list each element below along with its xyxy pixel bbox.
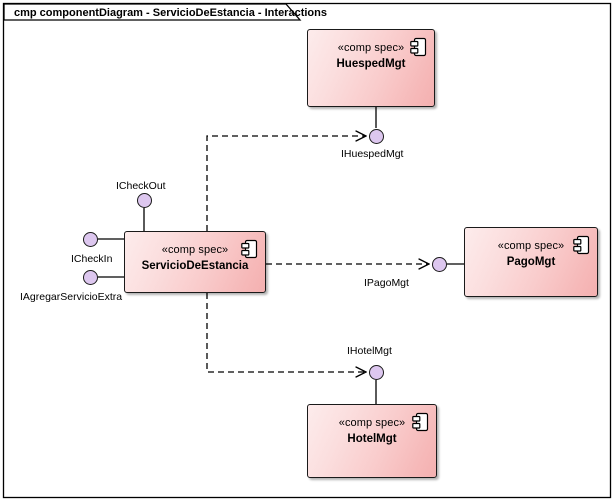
- interface-label-iagregarservicioextra: IAgregarServicioExtra: [20, 291, 123, 303]
- interface-ball-icheckin[interactable]: [83, 232, 98, 247]
- interface-label-ipagomgt: IPagoMgt: [364, 277, 409, 289]
- frame-title-label: cmp componentDiagram - ServicioDeEstanci…: [14, 7, 327, 19]
- component-stereotype: «comp spec»: [337, 42, 405, 54]
- interface-ball-iagregarservicioextra[interactable]: [83, 270, 98, 285]
- uml-component-icon: [573, 235, 590, 255]
- component-stereotype: «comp spec»: [497, 240, 565, 252]
- uml-component-icon: [412, 412, 429, 432]
- component-stereotype: «comp spec»: [338, 417, 406, 429]
- component-serviciodeestancia[interactable]: «comp spec» ServicioDeEstancia: [124, 231, 266, 293]
- uml-component-icon: [241, 239, 258, 259]
- component-name: HotelMgt: [347, 433, 397, 445]
- uml-component-icon: [410, 37, 427, 57]
- interface-label-ihotelmgt: IHotelMgt: [347, 345, 392, 357]
- component-stereotype: «comp spec»: [161, 244, 229, 256]
- component-hotelmgt[interactable]: «comp spec» HotelMgt: [307, 404, 437, 478]
- component-name: HuespedMgt: [336, 58, 406, 70]
- interface-ball-ipagomgt[interactable]: [432, 257, 447, 272]
- interface-ball-ihuespedmgt[interactable]: [369, 129, 384, 144]
- interface-ball-icheckout[interactable]: [137, 193, 152, 208]
- component-huespedmgt[interactable]: «comp spec» HuespedMgt: [307, 29, 435, 107]
- component-name: PagoMgt: [506, 256, 556, 268]
- frame-title-tab: [3, 3, 302, 21]
- interface-label-icheckout: ICheckOut: [116, 180, 166, 192]
- component-pagomgt[interactable]: «comp spec» PagoMgt: [464, 227, 598, 297]
- interface-ball-ihotelmgt[interactable]: [369, 365, 384, 380]
- component-name: ServicioDeEstancia: [141, 260, 249, 272]
- interface-label-ihuespedmgt: IHuespedMgt: [341, 148, 404, 160]
- interface-label-icheckin: ICheckIn: [71, 253, 113, 265]
